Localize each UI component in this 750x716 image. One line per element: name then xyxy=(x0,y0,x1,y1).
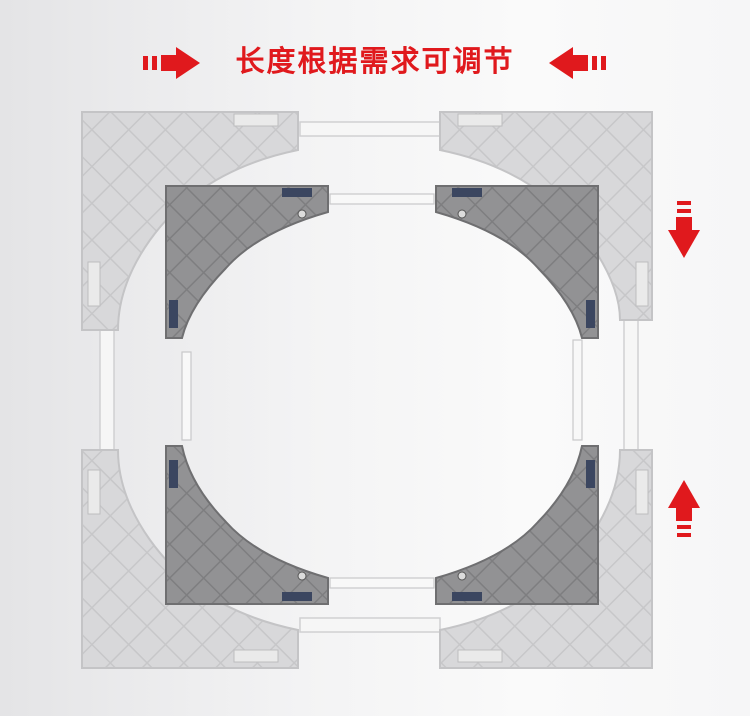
inner-corner-bottom-left xyxy=(165,445,329,605)
inner-corner-top-left xyxy=(165,185,329,339)
inner-rails xyxy=(181,193,583,589)
arrow-left-icon xyxy=(549,47,606,79)
outer-corner-bottom-left xyxy=(81,449,299,669)
arrow-right-icon xyxy=(143,47,200,79)
outer-corner-top-left xyxy=(81,111,299,331)
inner-corner-top-right xyxy=(435,185,599,339)
adjustable-length-caption: 长度根据需求可调节 xyxy=(235,44,515,78)
arrow-up-icon xyxy=(668,480,700,537)
inner-corner-bottom-right xyxy=(435,445,599,605)
arrow-down-icon xyxy=(668,201,700,258)
